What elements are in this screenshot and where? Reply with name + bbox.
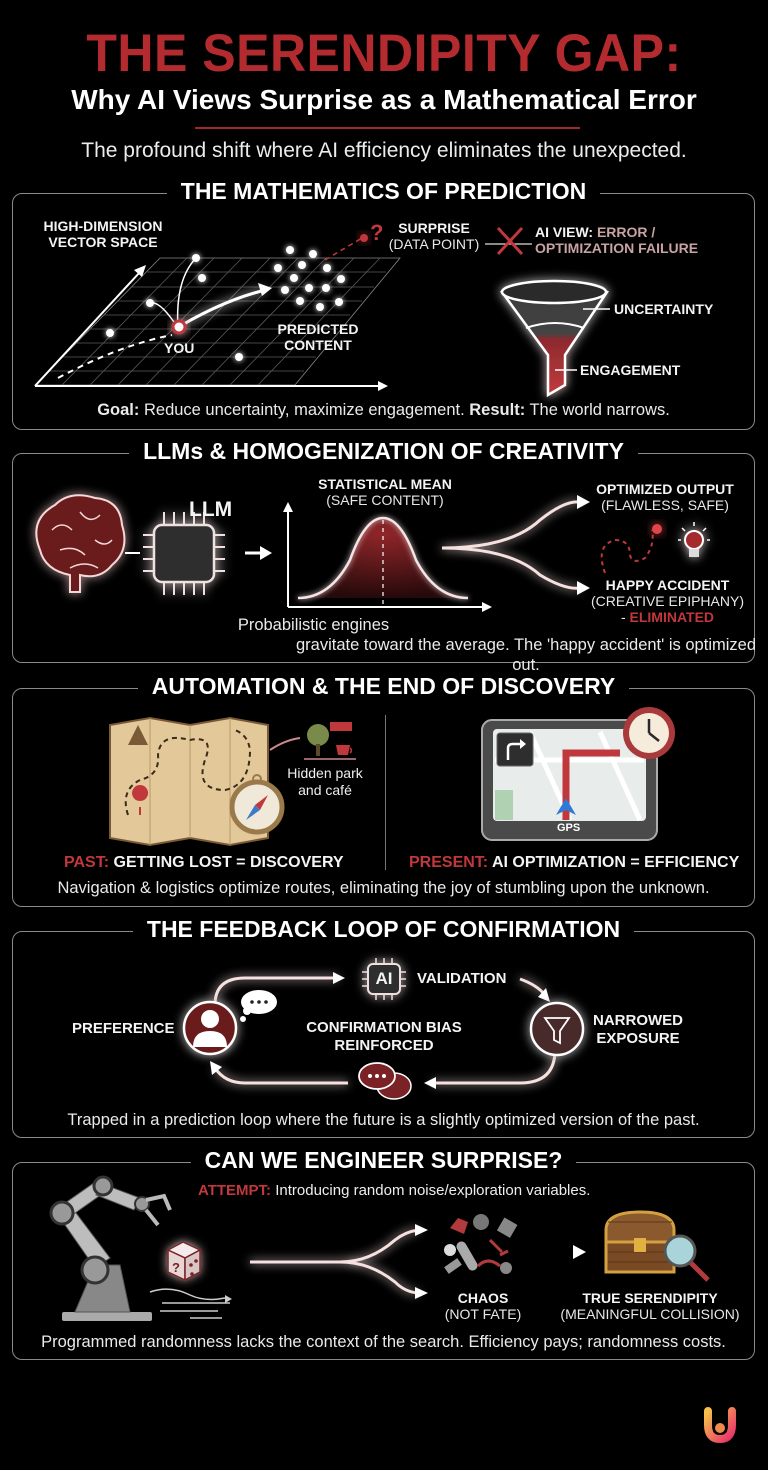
attempt-label: ATTEMPT: Introducing random noise/explor… xyxy=(198,1182,591,1199)
svg-text:?: ? xyxy=(172,1260,180,1275)
hidden-place-label: Hidden park and café xyxy=(287,765,363,798)
panel-title: CAN WE ENGINEER SURPRISE? xyxy=(13,1147,754,1174)
preference-label: PREFERENCE xyxy=(72,1020,175,1037)
panel-llms: LLMs & HOMOGENIZATION OF CREATIVITY xyxy=(12,438,755,663)
automation-caption: Navigation & logistics optimize routes, … xyxy=(57,879,710,897)
thought-bubble-icon xyxy=(240,990,277,1022)
engagement-label: ENGAGEMENT xyxy=(580,362,681,378)
dice-icon: ? xyxy=(166,1241,202,1282)
clock-icon xyxy=(623,707,675,759)
true-serendipity-label: TRUE SERENDIPITY (MEANINGFUL COLLISION) xyxy=(560,1290,740,1322)
cafe-icon xyxy=(330,722,353,755)
tagline: The profound shift where AI efficiency e… xyxy=(81,139,687,162)
robot-arm-icon xyxy=(49,1175,172,1321)
vector-space-label: HIGH-DIMENSION VECTOR SPACE xyxy=(43,218,163,250)
eliminated-status: ELIMINATED xyxy=(629,609,715,625)
compass-icon xyxy=(229,774,285,835)
happy-accident-label: HAPPY ACCIDENT (CREATIVE EPIPHANY) - ELI… xyxy=(591,577,744,625)
uncertainty-label: UNCERTAINTY xyxy=(614,301,714,317)
title-divider xyxy=(195,127,580,129)
user-icon xyxy=(182,1000,238,1056)
you-label: YOU xyxy=(164,340,195,356)
panel-title: LLMs & HOMOGENIZATION OF CREATIVITY xyxy=(13,438,754,465)
panel-feedback: THE FEEDBACK LOOP OF CONFIRMATION xyxy=(12,916,755,1138)
chaos-label: CHAOS (NOT FATE) xyxy=(444,1290,522,1322)
panel-engineer: CAN WE ENGINEER SURPRISE? xyxy=(12,1147,755,1360)
gps-icon xyxy=(481,719,658,841)
narrowed-exposure-label: NARROWED EXPOSURE xyxy=(593,1012,683,1047)
engineer-caption: Programmed randomness lacks the context … xyxy=(41,1333,726,1351)
question-mark-icon: ? xyxy=(370,220,383,245)
funnel-icon xyxy=(499,279,609,398)
feedback-caption: Trapped in a prediction loop where the f… xyxy=(67,1111,700,1129)
panel-title: AUTOMATION & THE END OF DISCOVERY xyxy=(13,673,754,700)
present-label: PRESENT: AI OPTIMIZATION = EFFICIENCY xyxy=(409,854,740,871)
magnifier-icon xyxy=(663,1234,710,1282)
validation-label: VALIDATION xyxy=(417,970,507,987)
statistical-mean-label: STATISTICAL MEAN (SAFE CONTENT) xyxy=(318,476,452,508)
subtitle: Why AI Views Surprise as a Mathematical … xyxy=(71,84,697,115)
prediction-caption: Goal: Reduce uncertainty, maximize engag… xyxy=(97,401,670,419)
ai-view-label: AI VIEW: ERROR / OPTIMIZATION FAILURE xyxy=(535,224,699,256)
tree-icon xyxy=(307,724,329,756)
section-divider xyxy=(385,715,386,870)
predicted-content-label: PREDICTED CONTENT xyxy=(277,321,359,353)
funnel-icon xyxy=(529,1001,585,1057)
panel-title: THE MATHEMATICS OF PREDICTION xyxy=(13,178,754,205)
gps-label: GPS xyxy=(557,822,581,834)
panel-prediction: THE MATHEMATICS OF PREDICTION xyxy=(12,178,755,430)
treasure-chest-icon xyxy=(604,1210,676,1274)
lightbulb-icon xyxy=(678,522,710,557)
surprise-label: SURPRISE (DATA POINT) xyxy=(388,220,480,252)
bell-curve-icon xyxy=(283,502,492,612)
confirmation-bias-label: CONFIRMATION BIAS REINFORCED xyxy=(306,1019,462,1054)
x-mark-icon xyxy=(496,226,524,256)
brand-logo-icon xyxy=(704,1407,736,1444)
chat-bubbles-icon xyxy=(358,1062,412,1100)
chaos-objects-icon xyxy=(444,1214,518,1274)
chip-icon xyxy=(143,512,225,595)
optimized-output-label: OPTIMIZED OUTPUT (FLAWLESS, SAFE) xyxy=(596,481,734,513)
panel-automation: AUTOMATION & THE END OF DISCOVERY xyxy=(12,673,755,907)
panel-title: THE FEEDBACK LOOP OF CONFIRMATION xyxy=(13,916,754,943)
past-label: PAST: GETTING LOST = DISCOVERY xyxy=(64,854,344,871)
map-icon xyxy=(109,716,269,847)
brain-icon xyxy=(35,494,126,593)
ai-chip-icon xyxy=(362,958,406,1000)
main-title: THE SERENDIPITY GAP: xyxy=(86,23,682,83)
ai-chip-label: AI xyxy=(375,969,393,988)
llms-caption: Probabilistic engines gravitate toward t… xyxy=(237,616,756,674)
